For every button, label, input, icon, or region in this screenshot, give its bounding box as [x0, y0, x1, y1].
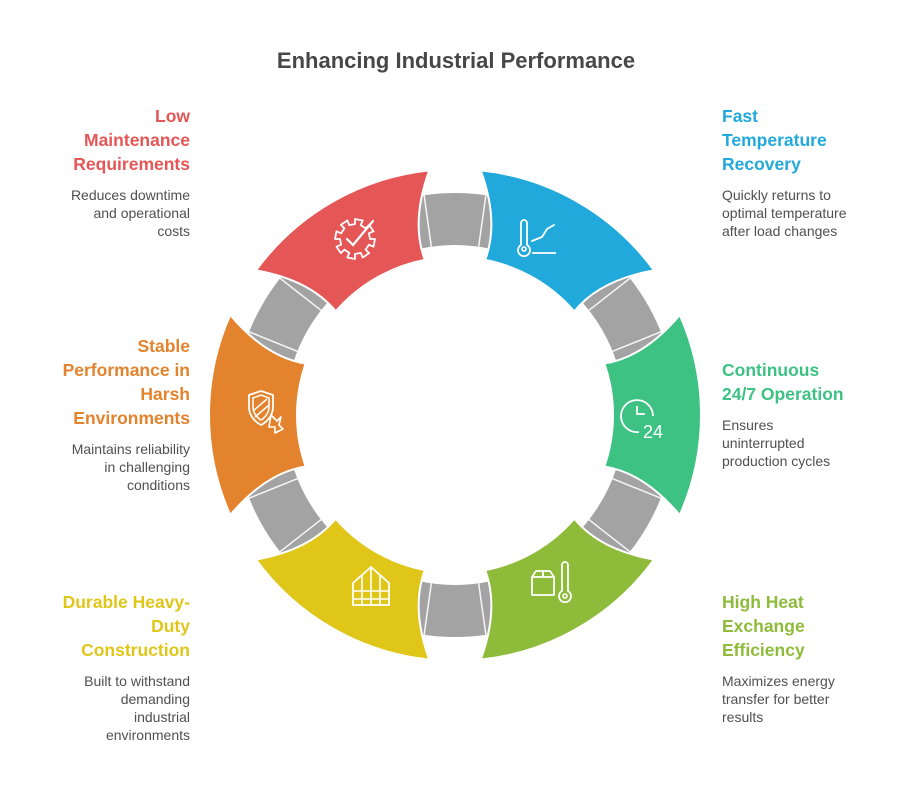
clock-hands	[636, 406, 645, 415]
item-title: Fast Temperature Recovery	[722, 106, 827, 174]
connector-arc	[408, 581, 502, 638]
item-title: High Heat Exchange Efficiency	[722, 592, 805, 660]
greenhouse-frame-icon	[352, 566, 390, 606]
connector-arc	[408, 192, 502, 249]
segment-low-maintenance	[254, 169, 433, 313]
check-mark	[345, 219, 375, 247]
segment-durable-construction	[254, 517, 433, 661]
clock-arc	[620, 399, 654, 433]
shield-stripes	[252, 398, 270, 418]
trend-line	[531, 224, 555, 242]
clock-24-label: 24	[643, 422, 663, 442]
shield-bolt-icon	[248, 390, 284, 434]
item-block-stable-performance: Stable Performance in Harsh Environments…	[20, 334, 190, 494]
item-block-fast-temperature-recovery: Fast Temperature Recovery Quickly return…	[722, 104, 892, 240]
segment-fold-line	[610, 330, 663, 353]
thermometer-bulb	[521, 246, 527, 252]
item-block-high-heat-exchange: High Heat Exchange Efficiency Maximizes …	[722, 590, 892, 726]
item-title: Low Maintenance Requirements	[73, 106, 190, 174]
segment-fold-line	[247, 330, 300, 353]
segment-shape	[254, 517, 431, 661]
segment-fold-line	[586, 517, 632, 554]
segment-fold-line	[423, 193, 433, 249]
item-title: Continuous 24/7 Operation	[722, 360, 844, 404]
thermometer-shape	[517, 219, 531, 258]
item-title: Stable Performance in Harsh Environments	[62, 336, 190, 428]
segment-continuous-operation: 24	[603, 313, 702, 517]
box-thermometer-icon	[531, 561, 572, 604]
item-description: Reduces downtime and operational costs	[70, 187, 190, 239]
gear-check-icon	[334, 218, 376, 260]
segment-fold-line	[278, 276, 324, 313]
bolt-shape	[268, 414, 284, 434]
segment-fold-line	[278, 517, 324, 554]
item-block-low-maintenance: Low Maintenance Requirements Reduces dow…	[20, 104, 190, 240]
segment-fast-temperature-recovery	[477, 169, 656, 313]
segment-shape	[254, 169, 431, 313]
item-block-durable-construction: Durable Heavy- Duty Construction Built t…	[20, 590, 190, 744]
diagram-title: Enhancing Industrial Performance	[276, 48, 636, 73]
thermometer-bulb	[562, 593, 568, 599]
segment-fold-line	[477, 193, 487, 249]
clock-24-icon: 24	[620, 399, 663, 442]
item-title: Durable Heavy- Duty Construction	[62, 592, 190, 660]
segment-fold-line	[423, 581, 433, 637]
item-block-continuous-operation: Continuous 24/7 Operation Ensures uninte…	[722, 358, 892, 470]
segment-fold-line	[610, 477, 663, 500]
thermometer-shape	[558, 561, 572, 604]
segment-stable-performance	[208, 313, 307, 517]
segment-fold-line	[247, 477, 300, 500]
segment-high-heat-exchange	[477, 517, 656, 661]
item-description: Maintains reliability in challenging con…	[71, 441, 190, 493]
item-description: Maximizes energy transfer for better res…	[722, 673, 835, 725]
segment-fold-line	[586, 276, 632, 313]
frame-grid	[353, 567, 389, 605]
thermometer-trend-icon	[517, 219, 556, 258]
shield-inner	[252, 394, 270, 421]
item-description: Quickly returns to optimal temperature a…	[722, 187, 847, 239]
segment-fold-line	[477, 581, 487, 637]
box-shape	[531, 570, 555, 596]
gear-shape	[334, 218, 376, 260]
segment-shape	[479, 169, 656, 313]
shield-outer	[248, 390, 274, 426]
item-description: Ensures uninterrupted production cycles	[722, 417, 831, 469]
item-description: Built to withstand demanding industrial …	[84, 673, 190, 743]
